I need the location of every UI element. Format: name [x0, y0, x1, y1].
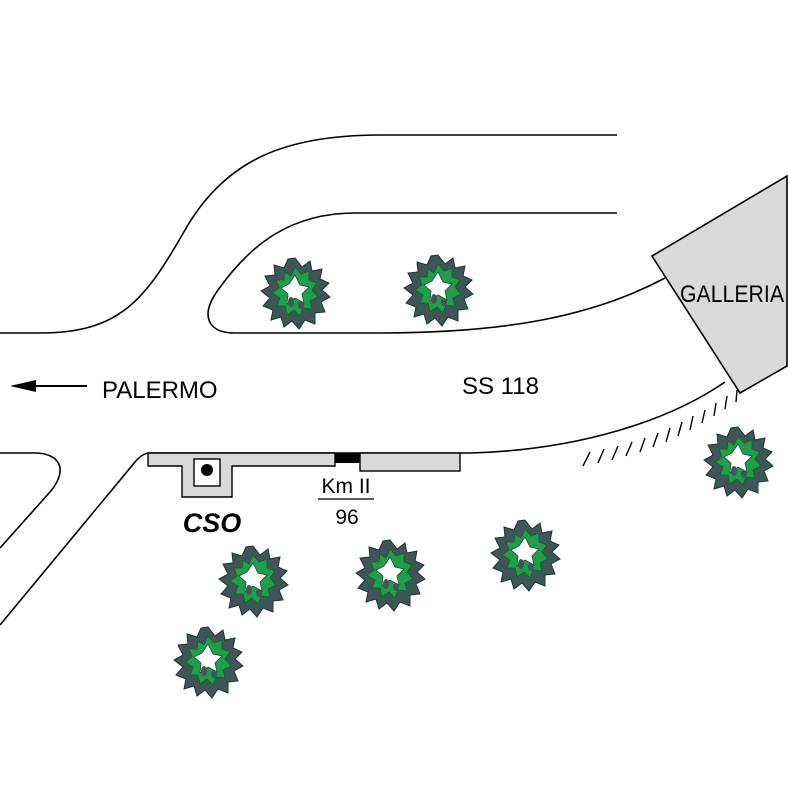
station-label: CSO — [183, 508, 242, 538]
road-label: SS 118 — [462, 373, 539, 400]
km-marker — [335, 453, 360, 463]
tree-icon — [260, 257, 331, 330]
tree-icon — [173, 626, 244, 699]
roadside-strip-left — [147, 452, 336, 498]
island-edge — [207, 212, 666, 334]
road-edge-top — [0, 134, 617, 334]
km-value: 96 — [335, 506, 358, 529]
tree-icon — [355, 539, 426, 612]
km-label: Km II — [321, 475, 370, 498]
arrow-left-icon — [10, 380, 87, 392]
galleria-label: GALLERIA — [680, 281, 784, 308]
trees — [173, 254, 774, 699]
station-marker-icon — [193, 458, 221, 487]
road-edge-left-wedge — [0, 452, 61, 549]
roadside-strip-right — [359, 452, 461, 472]
road-lines — [0, 134, 726, 626]
tree-icon — [218, 545, 289, 618]
road-edge-bottom — [0, 381, 726, 626]
tree-icon — [403, 254, 474, 327]
galleria-tunnel — [650, 174, 788, 395]
tree-icon — [703, 426, 774, 499]
direction-label: PALERMO — [102, 377, 218, 404]
embankment-hatching — [582, 389, 738, 467]
tree-icon — [490, 519, 561, 592]
